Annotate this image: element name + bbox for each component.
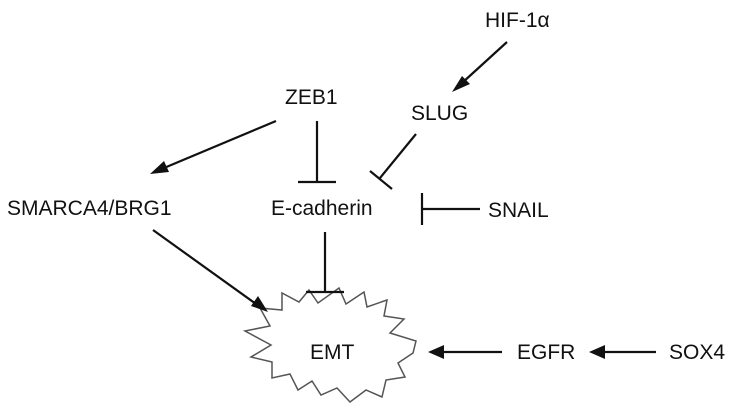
edge-smarca4-to-emt bbox=[152, 229, 257, 305]
node-egfr: EGFR bbox=[517, 341, 575, 364]
edges bbox=[150, 41, 656, 359]
edge-zeb1-to-smarca4-arrowhead bbox=[150, 161, 169, 174]
edge-smarca4-to-emt-arrowhead bbox=[251, 296, 268, 312]
node-zeb1: ZEB1 bbox=[285, 86, 338, 109]
node-sox4: SOX4 bbox=[669, 341, 725, 364]
edge-egfr-to-emt-arrowhead bbox=[428, 345, 444, 359]
edge-slug-inhibits-ecadherin bbox=[379, 133, 417, 179]
node-ecadherin: E-cadherin bbox=[271, 197, 373, 220]
node-emt: EMT bbox=[310, 341, 355, 364]
node-smarca4-brg1: SMARCA4/BRG1 bbox=[7, 197, 172, 220]
nodes: HIF-1α ZEB1 SLUG SMARCA4/BRG1 E-cadherin… bbox=[7, 9, 725, 364]
edge-slug-inhibits-ecadherin-bar bbox=[369, 170, 393, 190]
edge-zeb1-to-smarca4 bbox=[163, 119, 277, 170]
node-hif1a: HIF-1α bbox=[485, 9, 550, 32]
emt-burst-shape bbox=[242, 286, 417, 404]
node-slug: SLUG bbox=[411, 102, 468, 125]
edge-hif1a-to-slug-arrowhead bbox=[452, 76, 470, 92]
edge-hif1a-to-slug bbox=[461, 41, 508, 84]
node-snail: SNAIL bbox=[488, 199, 549, 222]
edge-sox4-to-egfr-arrowhead bbox=[589, 345, 605, 359]
